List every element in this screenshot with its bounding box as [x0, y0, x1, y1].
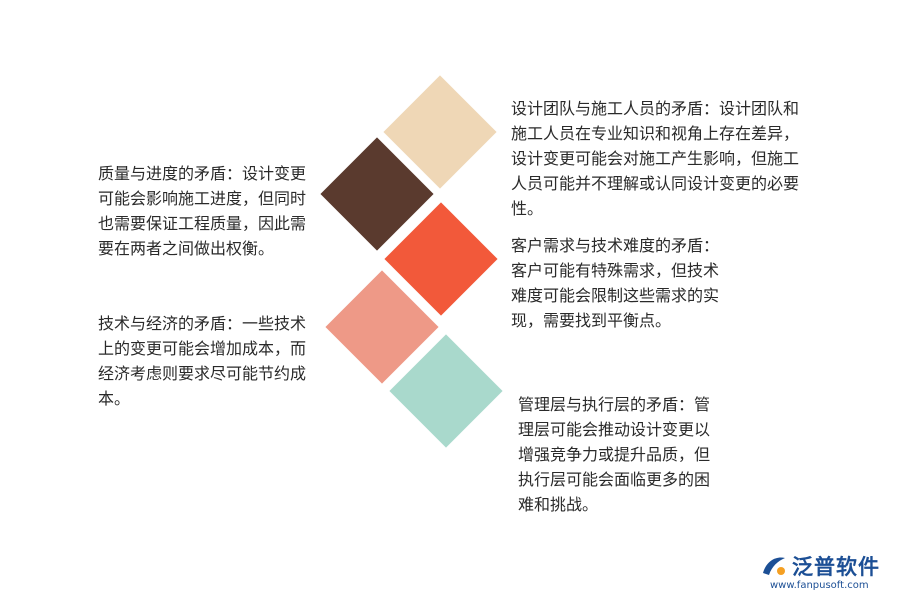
text-management-vs-execution: 管理层与执行层的矛盾：管理层可能会推动设计变更以增强竞争力或提升品质，但执行层可… [518, 395, 711, 514]
text-quality-vs-progress: 质量与进度的矛盾：设计变更可能会影响施工进度，但同时也需要保证工程质量，因此需要… [98, 164, 307, 258]
text-design-vs-construction: 设计团队与施工人员的矛盾：设计团队和施工人员在专业知识和视角上存在差异，设计变更… [511, 99, 800, 218]
brand-logo: 泛普软件 www.fanpusoft.com [760, 551, 900, 597]
logo-text: 泛普软件 [792, 555, 880, 579]
logo-url: www.fanpusoft.com [770, 580, 869, 591]
text-tech-vs-economy: 技术与经济的矛盾：一些技术上的变更可能会增加成本，而经济考虑则要求尽可能节约成本… [98, 314, 307, 408]
text-client-vs-technical: 客户需求与技术难度的矛盾：客户可能有特殊需求，但技术难度可能会限制这些需求的实现… [511, 236, 720, 330]
fanpu-logo-icon [763, 557, 785, 575]
